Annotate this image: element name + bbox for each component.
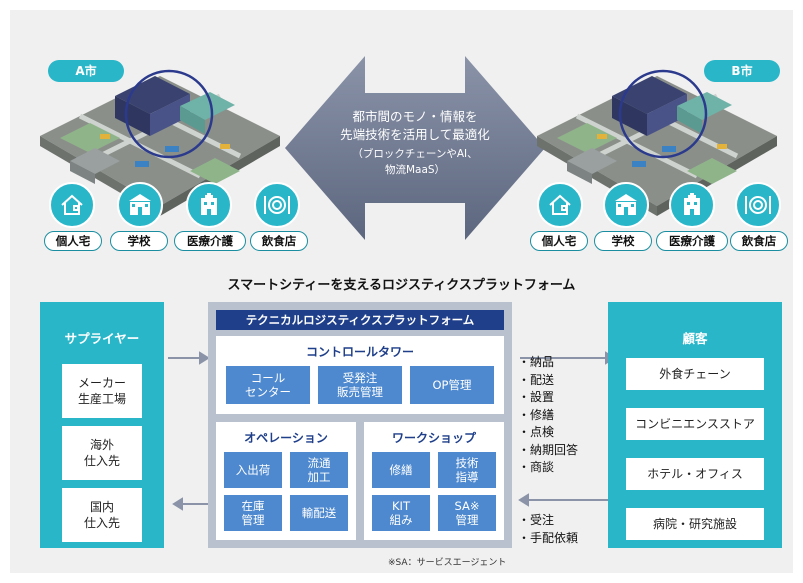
diagram-frame: A市 個人宅 学校 医療介護 飲食店 都市間のモノ・情報を 先端技術を活用して最… [10, 10, 793, 573]
technical-guidance-tile: 技術 指導 [438, 452, 496, 488]
control-tower-title: コントロールタワー [305, 345, 414, 359]
workshop-panel: ワークショップ 修繕 技術 指導 KIT 組み SA※ 管理 [364, 422, 504, 540]
facility-label-home-a: 個人宅 [44, 231, 102, 251]
repair-tile: 修繕 [372, 452, 430, 488]
school-icon [117, 182, 163, 228]
customer-item: コンビニエンスストア [626, 408, 764, 440]
center-line-4: 物流MaaS） [384, 164, 446, 176]
supplier-item-label: 海外 仕入先 [83, 437, 120, 468]
tile-label: SA※ 管理 [454, 498, 480, 527]
operation-panel: オペレーション 入出荷 流通 加工 在庫 管理 輸配送 [216, 422, 356, 540]
supplier-item: メーカー 生産工場 [62, 364, 142, 418]
service-item: 手配依頼 [518, 530, 578, 548]
customer-item-label: コンビニエンスストア [635, 416, 755, 431]
facility-label-restaurant-b: 飲食店 [730, 231, 788, 251]
tile-label: KIT 組み [389, 498, 413, 527]
city-b-label: B市 [704, 60, 780, 82]
service-item: 配送 [518, 372, 578, 390]
center-line-1: 都市間のモノ・情報を [352, 109, 478, 124]
operation-title: オペレーション [244, 431, 328, 445]
call-center-tile: コール センター [226, 366, 310, 404]
double-arrow [285, 56, 545, 240]
platform-title: テクニカルロジスティクスプラットフォーム [216, 310, 504, 330]
order-sales-tile: 受発注 販売管理 [318, 366, 402, 404]
sa-management-tile: SA※ 管理 [438, 495, 496, 531]
hospital-icon [669, 182, 715, 228]
services-outbound-list: 納品 配送 設置 修繕 点検 納期回答 商談 [518, 354, 578, 477]
facility-label-medical-b: 医療介護 [656, 231, 728, 251]
hospital-icon [186, 182, 232, 228]
footnote: ※SA：サービスエージェント [388, 558, 507, 568]
supplier-item-label: 国内 仕入先 [83, 499, 120, 530]
supplier-item: 海外 仕入先 [62, 426, 142, 480]
customer-item-label: 病院・研究施設 [652, 516, 737, 531]
center-line-3: （ブロックチェーンやAI、 [352, 148, 478, 160]
tile-label: 受発注 販売管理 [337, 370, 383, 399]
service-item: 納品 [518, 354, 578, 372]
customer-item: 外食チェーン [626, 358, 764, 390]
delivery-tile: 輸配送 [290, 495, 348, 531]
supplier-panel: サプライヤー メーカー 生産工場 海外 仕入先 国内 仕入先 [40, 302, 164, 548]
op-management-tile: OP管理 [410, 366, 494, 404]
dish-icon [735, 182, 781, 228]
center-line-2: 先端技術を活用して最適化 [340, 127, 490, 142]
services-inbound-list: 受注 手配依頼 [518, 512, 578, 547]
school-icon [603, 182, 649, 228]
service-item: 商談 [518, 459, 578, 477]
customer-title: 顧客 [682, 331, 708, 346]
kit-assembly-tile: KIT 組み [372, 495, 430, 531]
platform-heading: スマートシティーを支えるロジスティクスプラットフォーム [227, 278, 576, 293]
tile-label: 修繕 [389, 462, 413, 477]
control-tower-panel: コントロールタワー コール センター 受発注 販売管理 OP管理 [216, 336, 504, 414]
platform-panel: テクニカルロジスティクスプラットフォーム コントロールタワー コール センター … [208, 302, 512, 548]
supplier-item: 国内 仕入先 [62, 488, 142, 542]
customer-item: ホテル・オフィス [626, 458, 764, 490]
tile-label: 技術 指導 [455, 455, 479, 484]
customer-item-label: ホテル・オフィス [647, 466, 743, 481]
facility-label-school-b: 学校 [594, 231, 652, 251]
focus-circle-a [124, 69, 214, 159]
customer-panel: 顧客 外食チェーン コンビニエンスストア ホテル・オフィス 病院・研究施設 [608, 302, 782, 548]
workshop-title: ワークショップ [391, 431, 476, 445]
service-item: 受注 [518, 512, 578, 530]
processing-tile: 流通 加工 [290, 452, 348, 488]
tile-label: コール センター [245, 370, 291, 399]
customer-item-label: 外食チェーン [659, 366, 731, 381]
service-item: 納期回答 [518, 442, 578, 460]
service-item: 修繕 [518, 407, 578, 425]
facility-label-restaurant-a: 飲食店 [250, 231, 308, 251]
facility-label-school-a: 学校 [110, 231, 168, 251]
supplier-item-label: メーカー 生産工場 [77, 375, 126, 406]
tile-label: 流通 加工 [307, 455, 331, 484]
facility-label-home-b: 個人宅 [530, 231, 588, 251]
center-message: 都市間のモノ・情報を 先端技術を活用して最適化 （ブロックチェーンやAI、 物流… [315, 108, 515, 178]
dish-icon [254, 182, 300, 228]
house-icon [537, 182, 583, 228]
tile-label: 入出荷 [235, 462, 271, 477]
tile-label: OP管理 [432, 377, 472, 392]
service-item: 点検 [518, 424, 578, 442]
city-a-label: A市 [48, 60, 124, 82]
city-a-illustration [40, 76, 280, 216]
shipping-tile: 入出荷 [224, 452, 282, 488]
service-item: 設置 [518, 389, 578, 407]
tile-label: 輸配送 [301, 505, 337, 520]
focus-circle-b [618, 69, 708, 159]
house-icon [49, 182, 95, 228]
tile-label: 在庫 管理 [241, 498, 265, 527]
supplier-title: サプライヤー [64, 331, 140, 346]
customer-item: 病院・研究施設 [626, 508, 764, 540]
inventory-tile: 在庫 管理 [224, 495, 282, 531]
facility-label-medical-a: 医療介護 [174, 231, 246, 251]
